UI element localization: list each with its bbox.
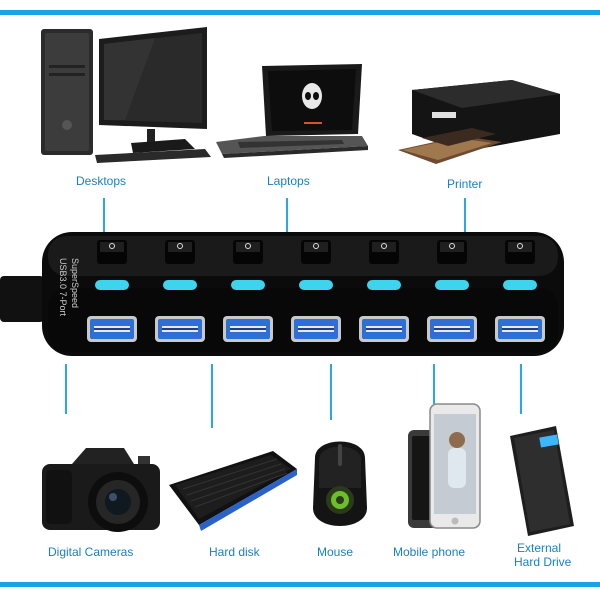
usb-port-5 (359, 316, 409, 342)
laptop-image (216, 64, 368, 158)
hub-switch-4 (301, 240, 331, 264)
connector-mobile-phone (433, 364, 435, 404)
external-hard-drive-label-line1: External (517, 541, 562, 555)
usb-port-3 (223, 316, 273, 342)
connector-laptops (286, 198, 288, 236)
hub-switch-7 (505, 240, 535, 264)
printer-label: Printer (447, 177, 483, 191)
connector-mouse (330, 364, 332, 420)
hard-disk-label: Hard disk (209, 545, 260, 559)
external-hard-drive-label-line2: Hard Drive (514, 555, 572, 569)
connector-digital-cameras (65, 364, 67, 414)
usb-cable (0, 276, 44, 322)
digital-cameras-label: Digital Cameras (48, 545, 134, 559)
usb-port-6 (427, 316, 477, 342)
connector-printer (464, 198, 466, 232)
connector-external-hard-drive (520, 364, 522, 414)
desktops-label: Desktops (76, 174, 127, 188)
mobile-phone-label: Mobile phone (393, 545, 466, 559)
connector-desktops (103, 198, 105, 232)
hub-led-6 (435, 280, 469, 290)
hub-switch-5 (369, 240, 399, 264)
hub-switch-6 (437, 240, 467, 264)
usb-port-1 (87, 316, 137, 342)
usb-hub-image: USB3.0 7-Port SuperSpeed (42, 232, 564, 356)
keyboard-image (169, 451, 297, 531)
mouse-label: Mouse (317, 545, 354, 559)
mouse-image (313, 441, 367, 526)
connector-hard-disk (211, 364, 213, 428)
hub-led-3 (231, 280, 265, 290)
hub-led-7 (503, 280, 537, 290)
hub-led-4 (299, 280, 333, 290)
hub-switch-2 (165, 240, 195, 264)
hub-switch-3 (233, 240, 263, 264)
usb-port-4 (291, 316, 341, 342)
desktop-computer-image (41, 27, 211, 163)
usb-port-7 (495, 316, 545, 342)
printer-image (398, 80, 560, 164)
usb-port-2 (155, 316, 205, 342)
laptops-label: Laptops (267, 174, 310, 188)
hub-switch-1 (97, 240, 127, 264)
hub-led-5 (367, 280, 401, 290)
bottom-accent-bar (0, 582, 600, 587)
hub-model-text: USB3.0 7-Port (58, 258, 68, 317)
digital-camera-image (42, 448, 160, 532)
top-accent-bar (0, 10, 600, 15)
hub-led-1 (95, 280, 129, 290)
external-hard-drive-image (510, 426, 574, 536)
hub-led-2 (163, 280, 197, 290)
mobile-phone-image (408, 403, 481, 529)
hub-speed-text: SuperSpeed (70, 258, 80, 308)
